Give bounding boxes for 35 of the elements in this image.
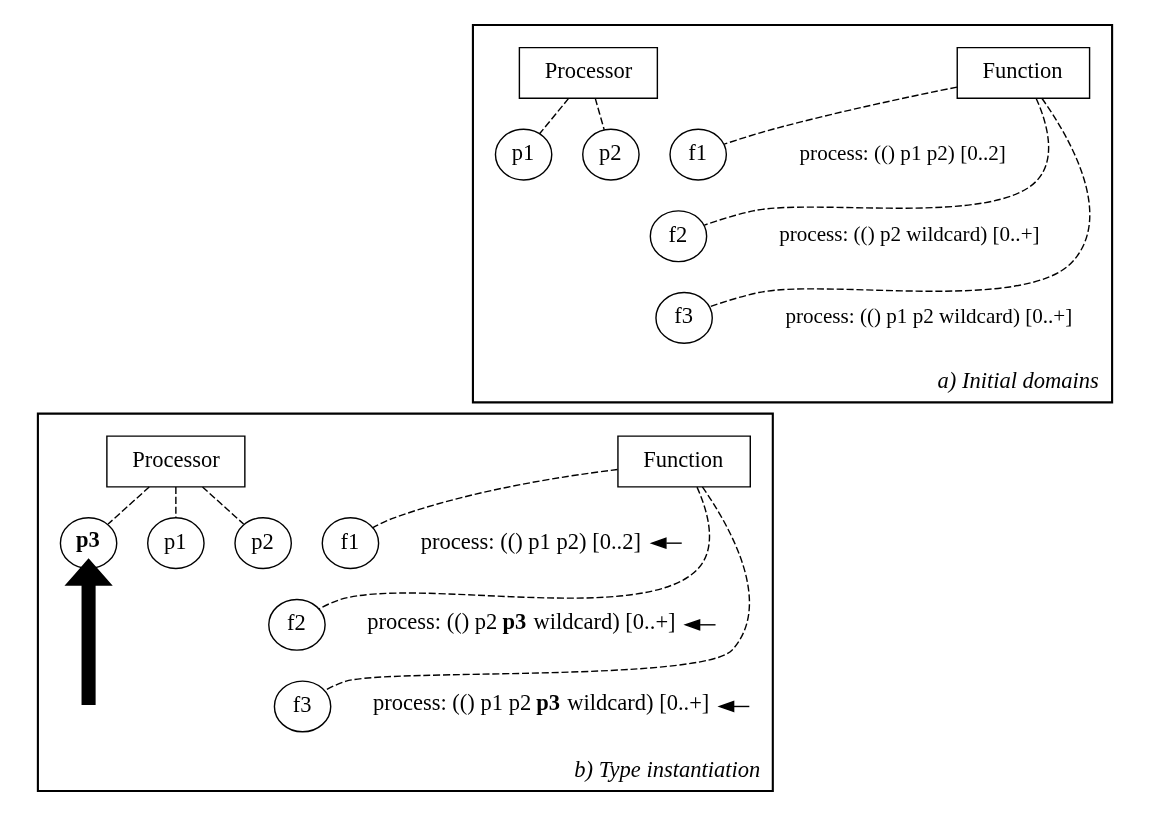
node-box: Processor	[518, 46, 658, 99]
node-label: process: (() p2 wildcard) [0..+]	[778, 222, 1040, 247]
connector	[594, 97, 605, 131]
arrow	[649, 537, 682, 550]
connector	[703, 97, 1049, 226]
node-circle: f3	[273, 680, 331, 733]
node-circle: f3	[654, 291, 713, 344]
connector	[323, 486, 750, 692]
node-label: process: (() p1 p2) [0..2]	[799, 140, 1006, 165]
connector	[538, 97, 569, 135]
node-circle: f1	[321, 517, 379, 570]
connector	[106, 486, 150, 525]
connector	[318, 486, 710, 610]
arrow	[682, 618, 716, 631]
node-text: process: (() p2 p3 wildcard) [0..+]	[366, 608, 676, 634]
node-ellipse: f2	[649, 210, 707, 263]
node-circle: f2	[267, 598, 326, 651]
node-text: process: (() p1 p2) [0..2]	[420, 528, 641, 554]
connector	[708, 97, 1090, 308]
node-ellipse: p1	[494, 128, 552, 181]
node-circle: p1	[146, 517, 205, 570]
arrow	[63, 558, 113, 705]
node-box: Processor	[105, 435, 246, 488]
node-ellipse: p2	[581, 128, 640, 181]
node-ellipse: f1	[668, 128, 727, 181]
connector	[723, 86, 958, 145]
connector	[201, 486, 244, 525]
node-text: process: (() p1 p2 p3 wildcard) [0..+]	[372, 690, 709, 716]
node-label: process: (() p1 p2 wildcard) [0..+]	[784, 303, 1072, 328]
connector	[371, 468, 618, 529]
node-circle: p3	[59, 517, 117, 570]
node-circle: p2	[233, 517, 292, 570]
node-box: Function	[616, 435, 751, 488]
connector	[174, 486, 177, 519]
node-box: Function	[956, 46, 1090, 99]
